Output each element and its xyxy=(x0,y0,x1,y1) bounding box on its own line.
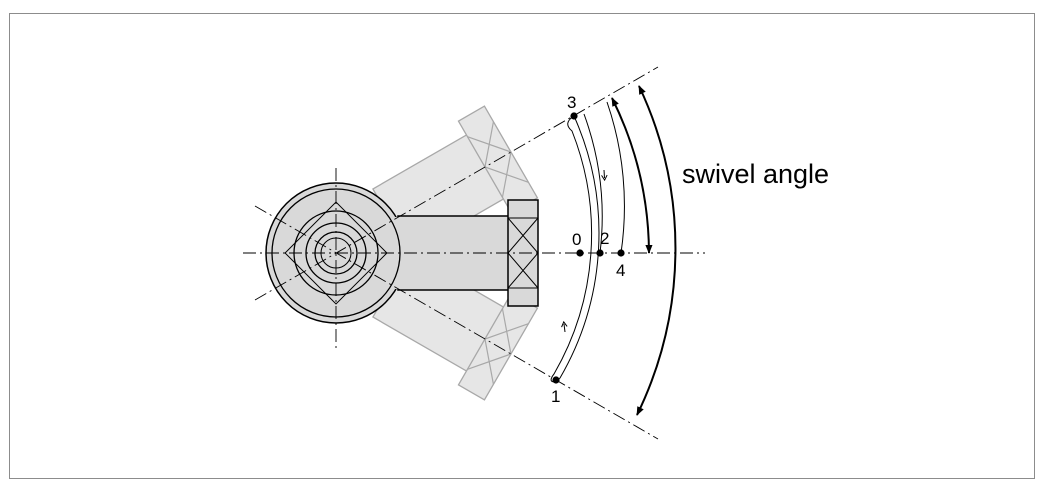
point-0-marker xyxy=(576,249,584,257)
point-label-1: 1 xyxy=(551,387,560,406)
point-3-marker xyxy=(570,112,578,120)
motion-path xyxy=(550,101,625,383)
point-4-marker xyxy=(617,249,625,257)
point-1-marker xyxy=(552,376,560,384)
point-label-3: 3 xyxy=(567,93,576,112)
swivel-angle-label: swivel angle xyxy=(682,159,829,189)
point-label-2: 2 xyxy=(600,229,609,248)
point-markers xyxy=(552,112,625,384)
point-2-marker xyxy=(596,249,604,257)
point-label-0: 0 xyxy=(572,230,581,249)
point-label-4: 4 xyxy=(616,261,625,280)
swivel-angle-dimension xyxy=(611,85,677,416)
